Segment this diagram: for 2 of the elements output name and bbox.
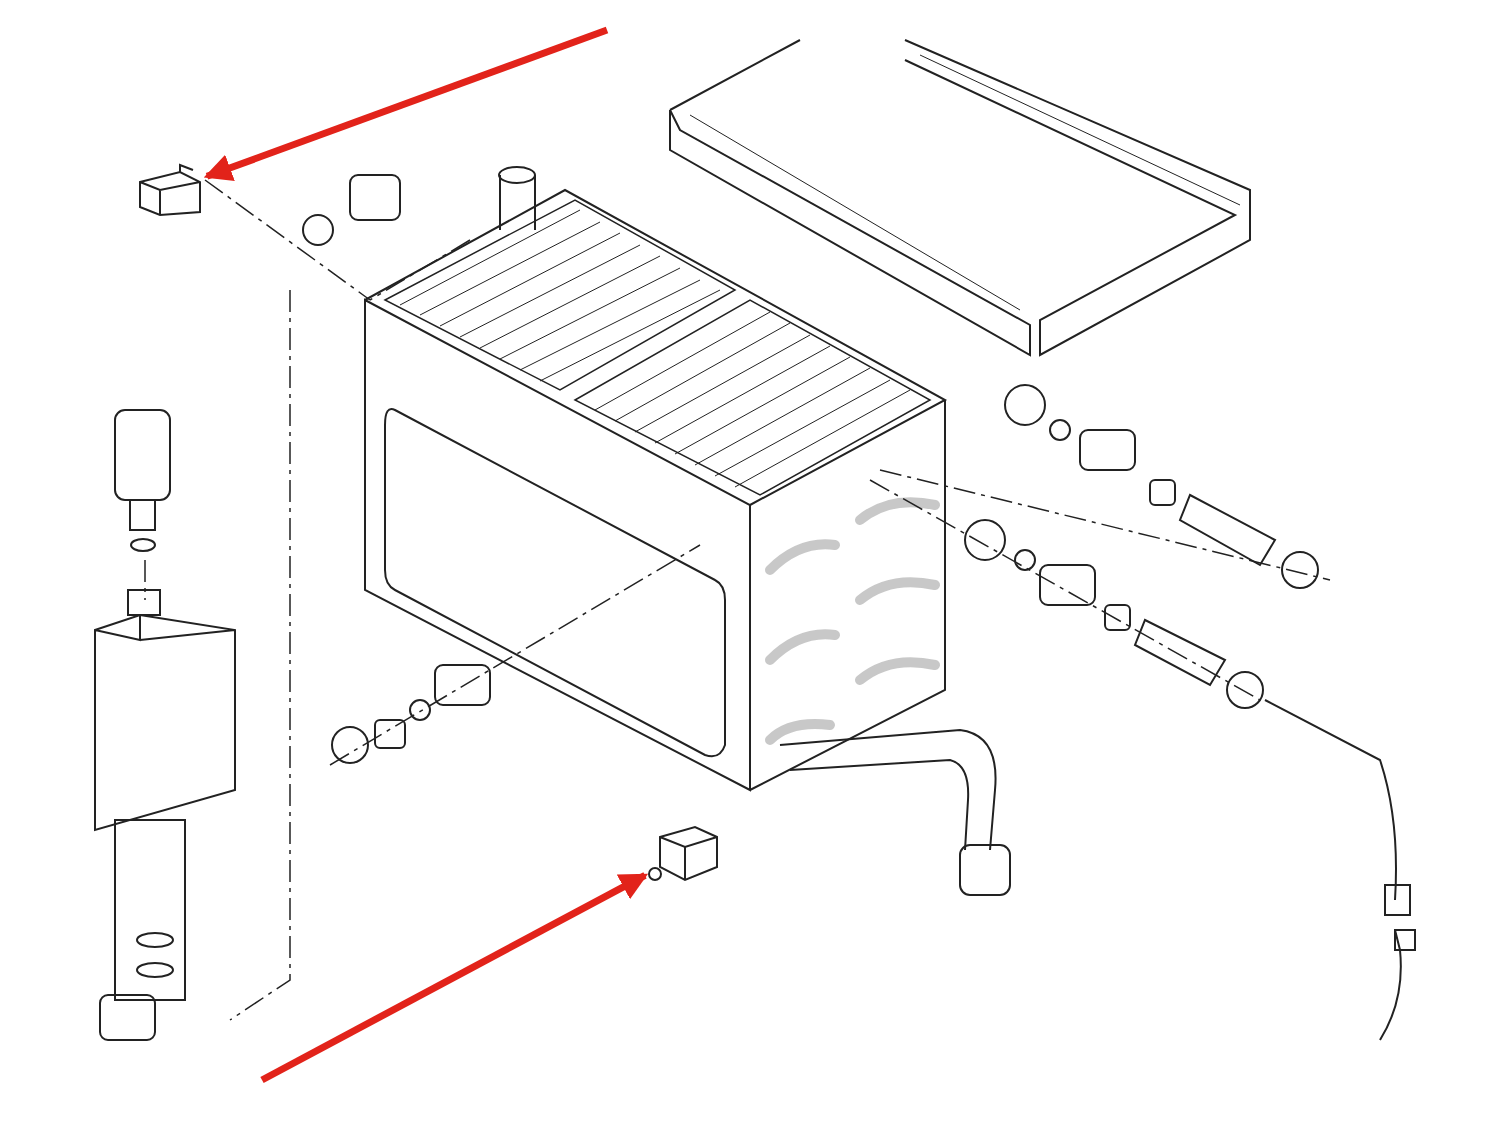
arrow xyxy=(203,26,609,182)
arrow xyxy=(260,872,649,1084)
